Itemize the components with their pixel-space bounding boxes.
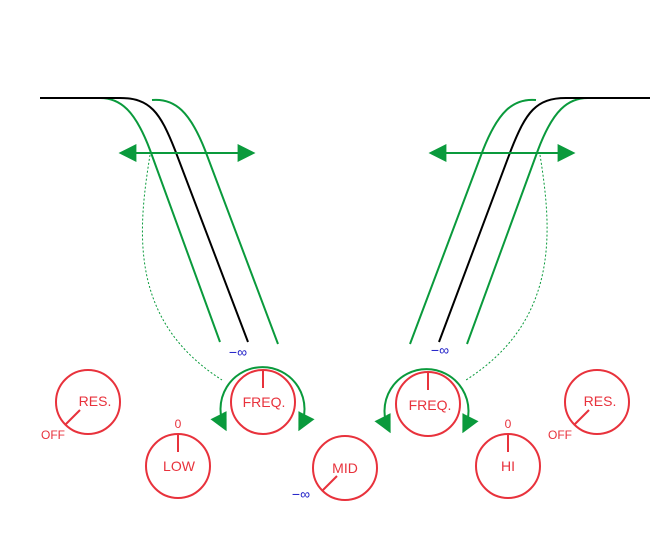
res-knob-left[interactable]: RES. OFF — [41, 369, 121, 442]
mid-knob[interactable]: MID −∞ — [292, 435, 378, 502]
freq-knob-left[interactable]: FREQ. — [210, 366, 315, 435]
mid-knob-pointer — [322, 475, 338, 491]
res-knob-left-min-label: OFF — [41, 428, 65, 442]
right-filter-link-line — [465, 154, 548, 381]
mid-knob-dial[interactable] — [312, 435, 378, 501]
hi-knob-top-label: 0 — [505, 417, 512, 431]
low-knob-top-label: 0 — [175, 417, 182, 431]
res-knob-right-label: RES. — [584, 393, 617, 409]
res-knob-left-label: RES. — [79, 393, 112, 409]
left-filter: −∞ — [40, 97, 279, 381]
left-filter-link-line — [142, 154, 223, 381]
low-knob-label: LOW — [163, 458, 196, 474]
res-knob-left-dial[interactable] — [55, 369, 121, 435]
right-filter: −∞ — [409, 97, 650, 381]
res-knob-right-min-label: OFF — [548, 428, 572, 442]
freq-knob-right-label: FREQ. — [409, 397, 452, 413]
left-filter-range-curve-high — [151, 98, 279, 345]
hi-knob[interactable]: HI 0 — [475, 417, 541, 499]
low-knob[interactable]: LOW 0 — [145, 417, 211, 499]
mid-knob-min-label: −∞ — [292, 486, 310, 502]
mid-knob-label: MID — [332, 460, 358, 476]
res-knob-right-pointer — [574, 409, 590, 425]
freq-knob-right[interactable]: FREQ. — [374, 368, 479, 437]
freq-knob-left-label: FREQ. — [243, 394, 286, 410]
right-filter-min-label: −∞ — [431, 342, 449, 358]
res-knob-right-dial[interactable] — [564, 369, 630, 435]
res-knob-right[interactable]: RES. OFF — [548, 369, 630, 442]
left-filter-min-label: −∞ — [229, 344, 247, 360]
circular-double-arrow-icon — [374, 368, 479, 434]
circular-double-arrow-icon — [210, 366, 315, 432]
hi-knob-label: HI — [501, 458, 515, 474]
res-knob-left-pointer — [65, 409, 81, 425]
